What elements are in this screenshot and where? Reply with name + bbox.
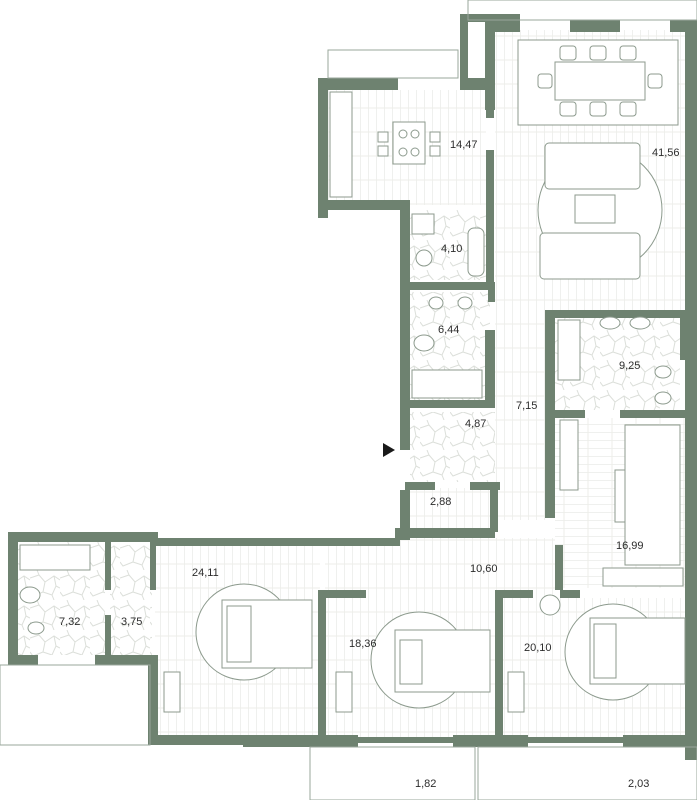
area-bedroom-1: 24,11 bbox=[192, 567, 219, 579]
partitions bbox=[105, 88, 687, 740]
area-wc-small: 4,10 bbox=[441, 243, 462, 255]
dining-set bbox=[517, 39, 679, 126]
wardrobe-fixtures bbox=[559, 419, 684, 587]
area-hall-lower: 10,60 bbox=[470, 563, 498, 575]
closet-floor bbox=[110, 545, 152, 655]
area-bedroom-2: 18,36 bbox=[349, 638, 377, 650]
area-closet: 3,75 bbox=[121, 616, 142, 628]
area-storage: 2,88 bbox=[430, 496, 451, 508]
beds bbox=[163, 583, 686, 713]
area-bedroom-3: 20,10 bbox=[524, 642, 552, 654]
entrance-arrow-icon bbox=[383, 443, 395, 457]
area-wardrobe: 16,99 bbox=[616, 540, 644, 552]
living-set bbox=[537, 142, 663, 280]
area-living: 41,56 bbox=[652, 147, 680, 159]
area-entry: 4,87 bbox=[465, 418, 486, 430]
area-hall-upper: 7,15 bbox=[516, 400, 537, 412]
area-balcony-1: 1,82 bbox=[415, 778, 436, 790]
hall-lower-floor bbox=[325, 538, 555, 598]
bath-fixtures bbox=[19, 213, 672, 635]
storage-floor bbox=[410, 488, 490, 528]
area-balcony-2: 2,03 bbox=[628, 778, 649, 790]
area-bath-1: 6,44 bbox=[438, 324, 459, 336]
area-bath-master: 9,25 bbox=[619, 360, 640, 372]
walls bbox=[8, 14, 697, 760]
entry-floor bbox=[410, 412, 495, 482]
area-labels: 14,47 41,56 4,10 6,44 7,15 9,25 4,87 2,8… bbox=[59, 139, 680, 790]
hall-upper-floor bbox=[495, 290, 550, 520]
area-bath-2: 7,32 bbox=[59, 616, 80, 628]
area-kitchen: 14,47 bbox=[450, 139, 478, 151]
kitchen-set bbox=[329, 91, 441, 198]
